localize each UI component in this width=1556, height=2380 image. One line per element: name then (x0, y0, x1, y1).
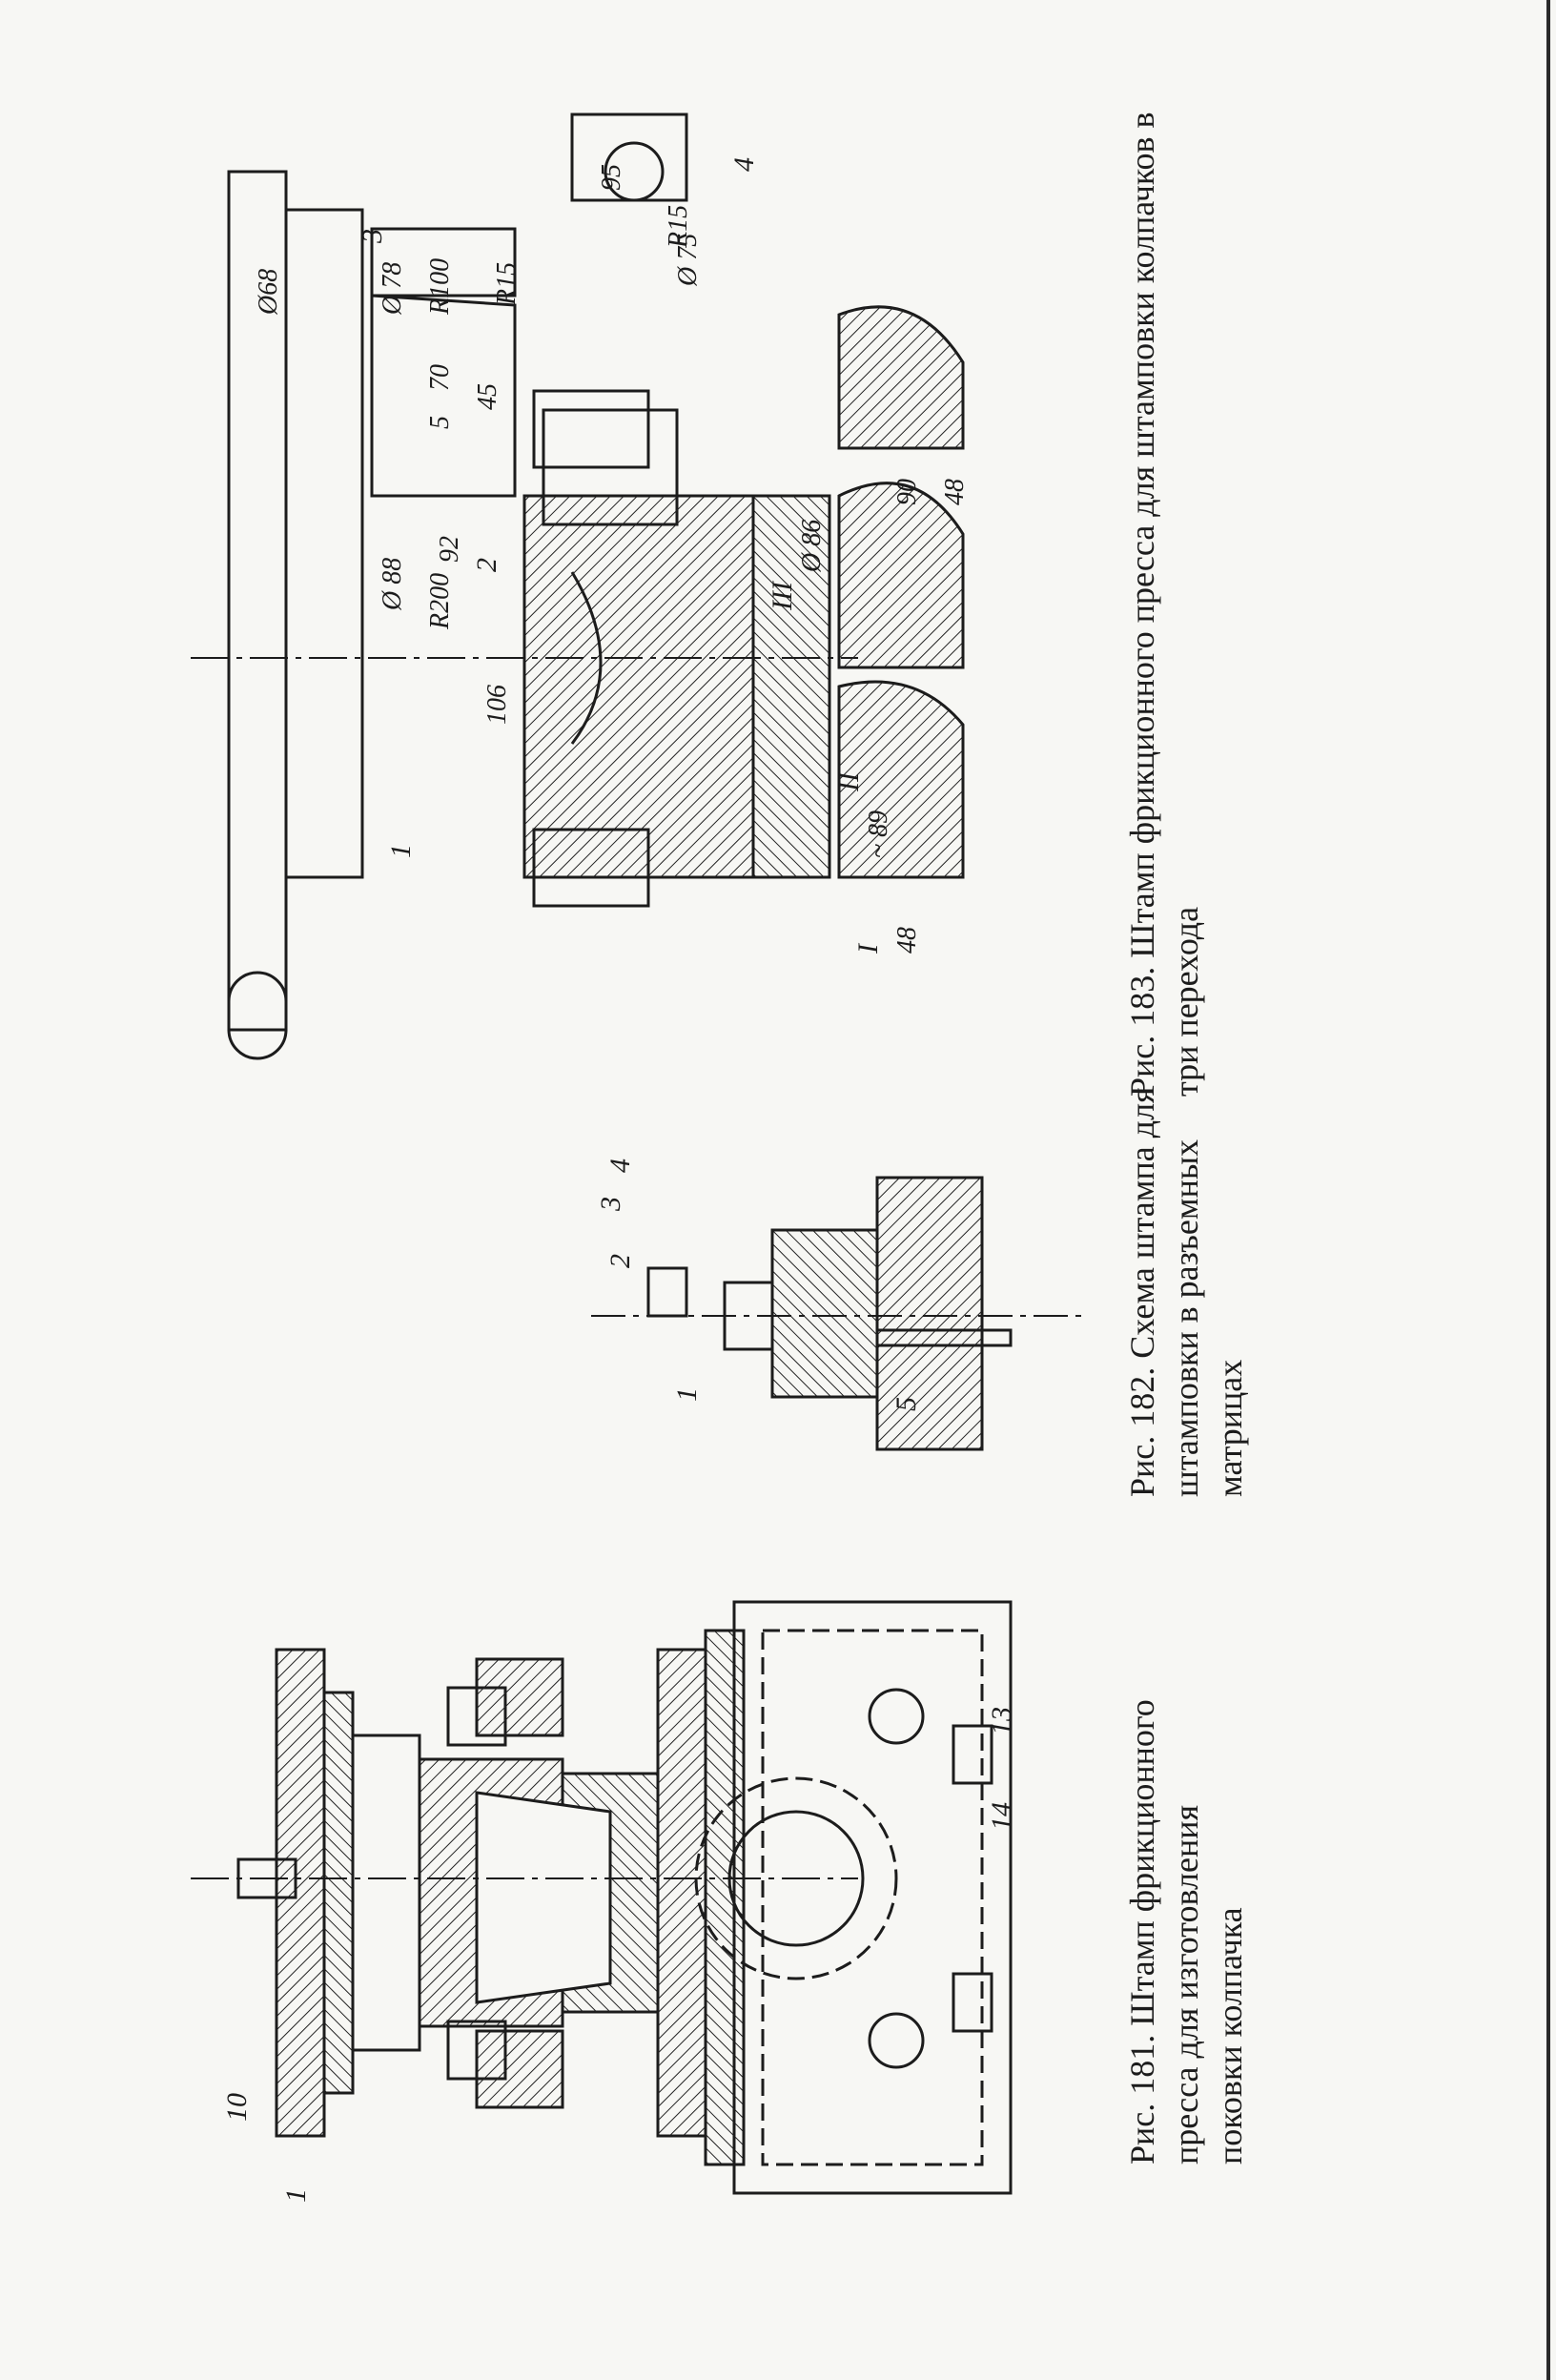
fig183-dim-d78: Ø 78 (378, 262, 407, 316)
fig183-roman-3: III (767, 580, 798, 611)
fig183-caption: Рис. 183. Штамп фрикционного пресса для … (1120, 95, 1208, 1097)
fig181-label-13: 13 (986, 1707, 1017, 1735)
fig183-label-2: 2 (471, 558, 502, 572)
fig183-dim-r15b: R15 (664, 205, 693, 249)
fig183-dim-r15: R15 (492, 262, 522, 306)
fig182-label-4: 4 (604, 1159, 636, 1173)
fig183-dim-89: ~ 89 (864, 810, 893, 858)
fig183-label-3: 3 (357, 229, 388, 244)
fig183-dim-d88: Ø 88 (378, 558, 407, 611)
fig183-dim-48a: 48 (892, 927, 922, 954)
fig183-dim-70: 70 (425, 364, 455, 391)
fig183-dim-d68: Ø68 (254, 269, 283, 316)
fig183-dim-r200: R200 (425, 573, 455, 630)
fig183-dim-106: 106 (482, 685, 512, 725)
fig182-label-2: 2 (604, 1254, 636, 1268)
fig183-dim-r100: R100 (425, 258, 455, 316)
fig182-label-1: 1 (671, 1387, 703, 1402)
fig183-dim-d75: Ø 75 (673, 234, 703, 287)
fig183-label-4: 4 (728, 157, 760, 172)
fig183-roman-2: II (833, 770, 865, 792)
fig183-dim-5: 5 (425, 416, 455, 429)
fig183-caption-text: Рис. 183. Штамп фрикционного пресса для … (1123, 112, 1205, 1097)
fig183-dim-45: 45 (473, 383, 502, 410)
fig183-dim-48b: 48 (940, 479, 970, 505)
fig183-label-1: 1 (385, 844, 417, 858)
fig182-label-3: 3 (595, 1197, 626, 1212)
fig183-roman-1: I (852, 942, 884, 954)
fig183-dim-92: 92 (435, 536, 464, 563)
fig183-dim-d86: Ø 86 (797, 520, 827, 573)
fig181-label-1: 1 (280, 2188, 312, 2203)
fig181-label-10: 10 (221, 2093, 253, 2122)
fig181-label-14: 14 (986, 1802, 1017, 1831)
fig183-dim-95: 95 (597, 164, 626, 191)
fig183-dim-90: 90 (892, 479, 922, 505)
page-edge (1546, 0, 1550, 2380)
fig182-label-5: 5 (891, 1397, 922, 1411)
